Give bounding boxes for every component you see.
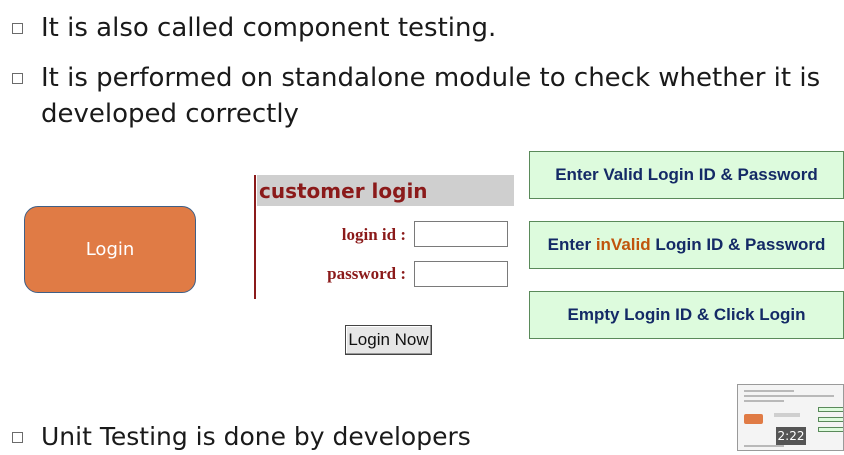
thumbnail-line xyxy=(744,400,784,402)
thumbnail-line xyxy=(744,445,784,447)
bullet-item-2: It is performed on standalone module to … xyxy=(12,60,832,132)
test-case-invalid: Enter inValid Login ID & Password xyxy=(529,221,844,269)
thumbnail-line xyxy=(744,395,834,397)
password-input[interactable] xyxy=(414,261,508,287)
test-case-suffix: Login ID & Password xyxy=(650,235,826,254)
bullet-text: It is also called component testing. xyxy=(41,13,497,43)
login-shape-label: Login xyxy=(85,239,135,260)
test-case-text: Enter Valid Login ID & Password xyxy=(555,165,818,184)
test-case-text: Empty Login ID & Click Login xyxy=(567,305,806,324)
square-bullet-icon xyxy=(12,432,23,443)
form-border-line xyxy=(254,175,256,299)
invalid-highlight: inValid xyxy=(595,235,651,254)
login-shape: Login xyxy=(24,206,196,293)
login-id-label: login id : xyxy=(341,225,406,244)
form-header: customer login xyxy=(257,175,514,206)
login-now-button[interactable]: Login Now xyxy=(345,325,432,355)
video-timestamp: 2:22 xyxy=(776,427,806,445)
bullet-text: Unit Testing is done by developers xyxy=(41,422,471,451)
bullet-item-1: It is also called component testing. xyxy=(12,10,496,46)
square-bullet-icon xyxy=(12,73,23,84)
bullet-item-3: Unit Testing is done by developers xyxy=(12,419,471,455)
bullet-text: It is performed on standalone module to … xyxy=(41,63,821,129)
thumbnail-login-shape xyxy=(744,414,763,424)
thumbnail-case xyxy=(818,427,843,432)
thumbnail-case xyxy=(818,407,843,412)
test-case-empty: Empty Login ID & Click Login xyxy=(529,291,844,339)
test-case-prefix: Enter xyxy=(547,235,596,254)
thumbnail-form xyxy=(774,413,800,417)
password-label: password : xyxy=(327,264,406,283)
test-case-valid: Enter Valid Login ID & Password xyxy=(529,151,844,199)
login-id-input[interactable] xyxy=(414,221,508,247)
square-bullet-icon xyxy=(12,23,23,34)
thumbnail-case xyxy=(818,417,843,422)
thumbnail-line xyxy=(744,390,794,392)
